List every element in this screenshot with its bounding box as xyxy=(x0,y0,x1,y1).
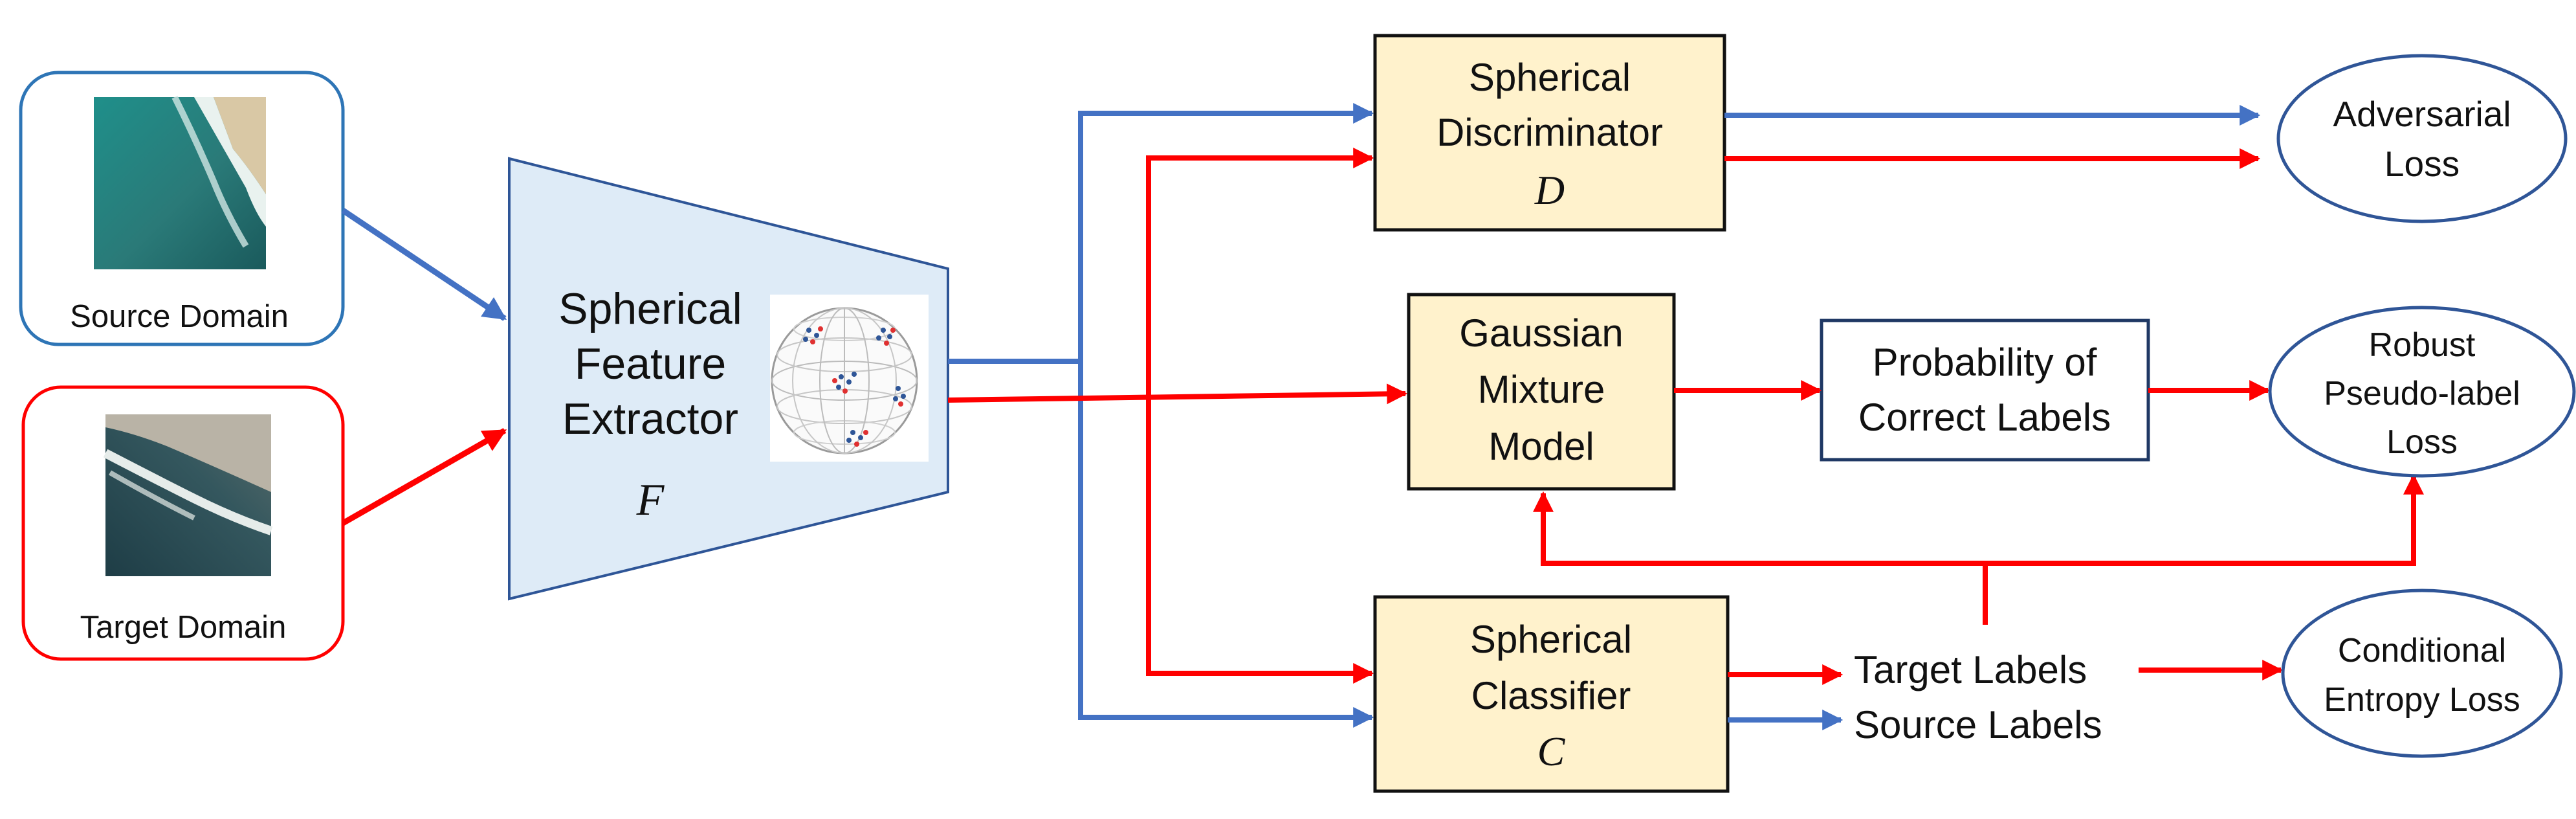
extractor-label-line1: Spherical xyxy=(558,284,742,333)
probability-label-line1: Probability of xyxy=(1873,341,2097,384)
discriminator-label-line1: Spherical xyxy=(1469,56,1631,99)
probability-box: Probability of Correct Labels xyxy=(1820,319,2150,462)
adversarial-loss-line1: Adversarial xyxy=(2333,94,2511,134)
source-domain-image xyxy=(94,95,266,269)
extractor-symbol: F xyxy=(636,475,665,525)
robust-pseudo-label-loss: Robust Pseudo-label Loss xyxy=(2268,306,2576,478)
robust-loss-line1: Robust xyxy=(2369,326,2476,364)
classifier-label-line2: Classifier xyxy=(1471,674,1631,717)
probability-label-line2: Correct Labels xyxy=(1858,396,2111,439)
gmm-label-line3: Model xyxy=(1488,425,1594,468)
target-domain-box: Target Domain xyxy=(21,385,345,661)
adversarial-loss: Adversarial Loss xyxy=(2276,54,2568,223)
source-labels-text: Source Labels xyxy=(1854,703,2102,746)
adversarial-loss-line2: Loss xyxy=(2384,144,2460,184)
conditional-entropy-loss: Conditional Entropy Loss xyxy=(2281,589,2563,758)
source-domain-box: Source Domain xyxy=(19,71,345,346)
discriminator-label-line2: Discriminator xyxy=(1437,111,1663,154)
gmm-label-line1: Gaussian xyxy=(1459,311,1623,355)
target-input-arrow xyxy=(341,428,507,526)
extractor-label-line3: Extractor xyxy=(562,394,738,443)
conditional-loss-line2: Entropy Loss xyxy=(2324,681,2520,719)
discriminator-symbol: D xyxy=(1534,167,1565,213)
feature-extractor: Spherical Feature Extractor F xyxy=(508,157,949,601)
target-domain-image xyxy=(103,414,273,576)
target-labels-text: Target Labels xyxy=(1854,648,2087,691)
classifier-symbol: C xyxy=(1537,728,1566,774)
extractor-label-line2: Feature xyxy=(575,339,726,388)
robust-loss-line3: Loss xyxy=(2386,423,2458,461)
classifier-box: Spherical Classifier C xyxy=(1373,595,1730,793)
conditional-loss-line1: Conditional xyxy=(2338,632,2506,669)
sphere-feature-icon xyxy=(770,295,929,462)
source-input-arrow xyxy=(341,208,507,321)
classifier-label-line1: Spherical xyxy=(1470,618,1632,661)
target-domain-caption: Target Domain xyxy=(80,610,287,645)
gmm-label-line2: Mixture xyxy=(1478,368,1605,411)
robust-loss-line2: Pseudo-label xyxy=(2324,375,2520,412)
discriminator-box: Spherical Discriminator D xyxy=(1373,34,1726,232)
target-to-gmm-arrow xyxy=(947,383,1408,405)
gmm-box: Gaussian Mixture Model xyxy=(1407,293,1676,491)
source-domain-caption: Source Domain xyxy=(70,299,289,334)
